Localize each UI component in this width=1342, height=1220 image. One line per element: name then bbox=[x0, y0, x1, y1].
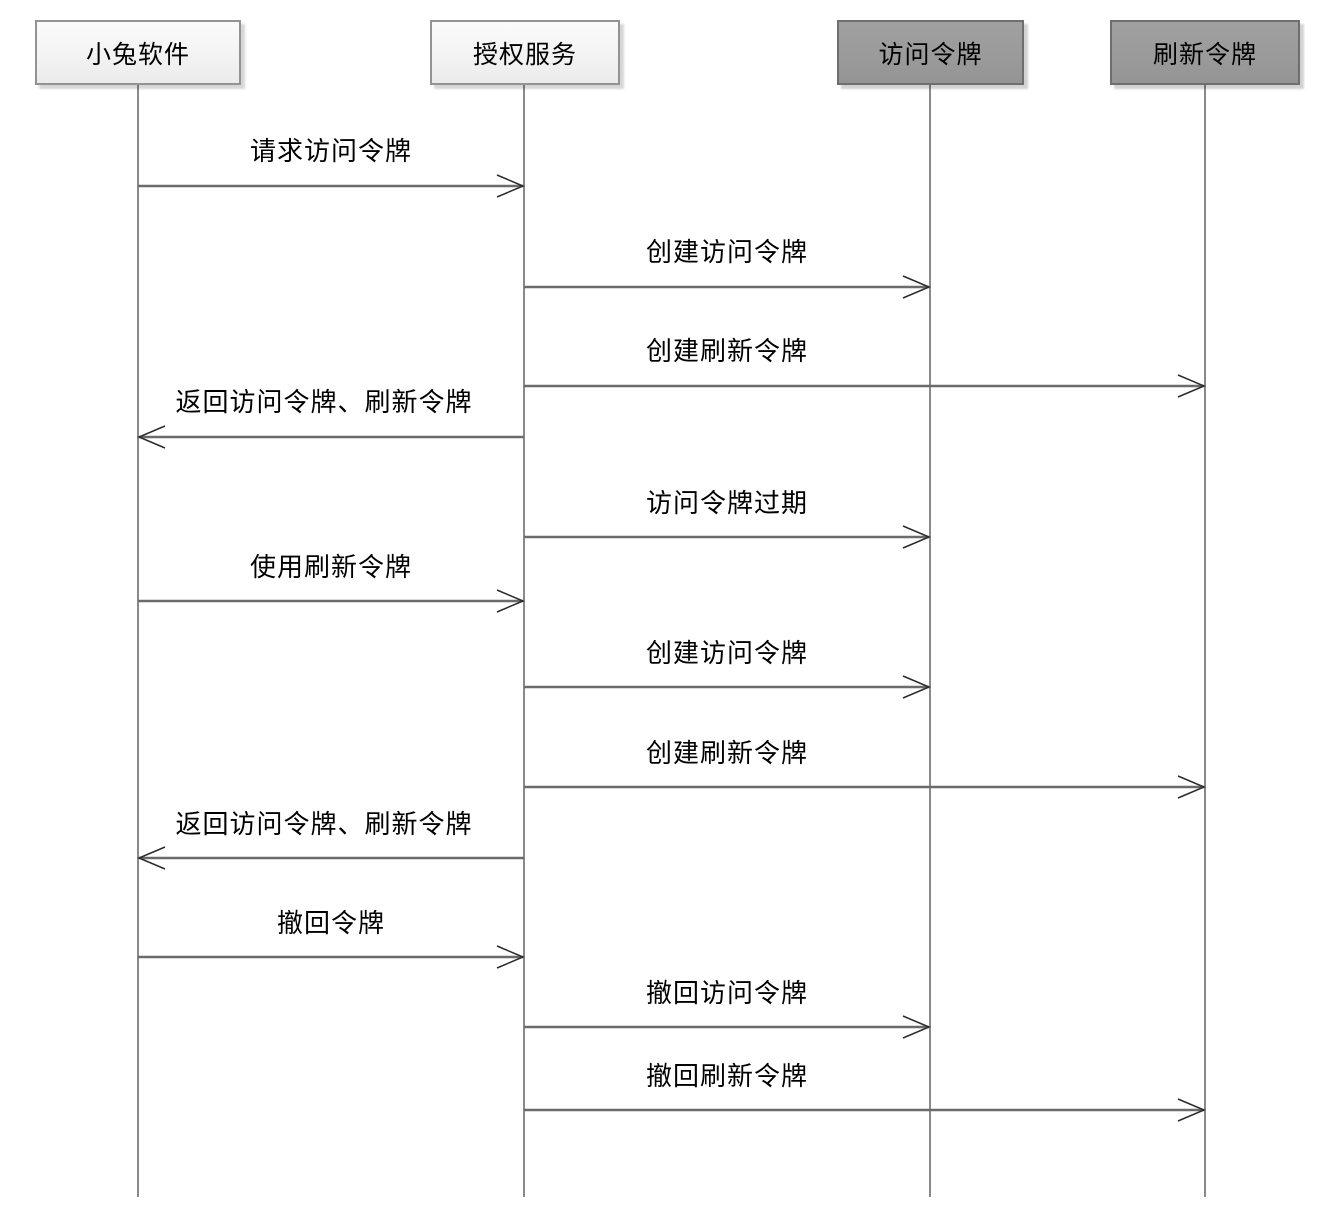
arrow-right-icon bbox=[524, 374, 1206, 398]
arrow-right-icon bbox=[524, 775, 1206, 799]
message-label: 创建刷新令牌 bbox=[645, 738, 808, 768]
arrow-right-icon bbox=[524, 275, 931, 299]
actor-label: 刷新令牌 bbox=[1152, 40, 1257, 69]
lifeline-access-token bbox=[929, 85, 931, 1197]
message-label: 创建访问令牌 bbox=[645, 638, 808, 668]
arrow-left-icon bbox=[137, 425, 524, 449]
message-label: 撤回访问令牌 bbox=[645, 978, 808, 1008]
actor-box-client: 小兔软件 bbox=[35, 20, 241, 85]
lifeline-auth-service bbox=[523, 85, 525, 1197]
message-label: 撤回令牌 bbox=[276, 908, 385, 938]
message-label: 使用刷新令牌 bbox=[249, 552, 412, 582]
message-label: 创建刷新令牌 bbox=[645, 336, 808, 366]
arrow-right-icon bbox=[524, 525, 931, 549]
arrow-right-icon bbox=[524, 1015, 931, 1039]
message-label: 创建访问令牌 bbox=[645, 237, 808, 267]
actor-label: 授权服务 bbox=[472, 40, 577, 69]
actor-box-access-token: 访问令牌 bbox=[837, 20, 1024, 85]
message-label: 返回访问令牌、刷新令牌 bbox=[175, 809, 473, 839]
arrow-left-icon bbox=[137, 846, 524, 870]
message-label: 撤回刷新令牌 bbox=[645, 1061, 808, 1091]
message-label: 访问令牌过期 bbox=[645, 488, 808, 518]
actor-label: 小兔软件 bbox=[85, 40, 190, 69]
arrow-right-icon bbox=[138, 174, 525, 198]
arrow-right-icon bbox=[524, 1098, 1206, 1122]
actor-label: 访问令牌 bbox=[878, 40, 983, 69]
actor-box-refresh-token: 刷新令牌 bbox=[1110, 20, 1300, 85]
message-label: 返回访问令牌、刷新令牌 bbox=[175, 387, 473, 417]
lifeline-client bbox=[137, 85, 139, 1197]
arrow-right-icon bbox=[138, 589, 525, 613]
actor-box-auth-service: 授权服务 bbox=[430, 20, 620, 85]
arrow-right-icon bbox=[138, 945, 525, 969]
lifeline-refresh-token bbox=[1204, 85, 1206, 1197]
message-label: 请求访问令牌 bbox=[249, 136, 412, 166]
arrow-right-icon bbox=[524, 675, 931, 699]
